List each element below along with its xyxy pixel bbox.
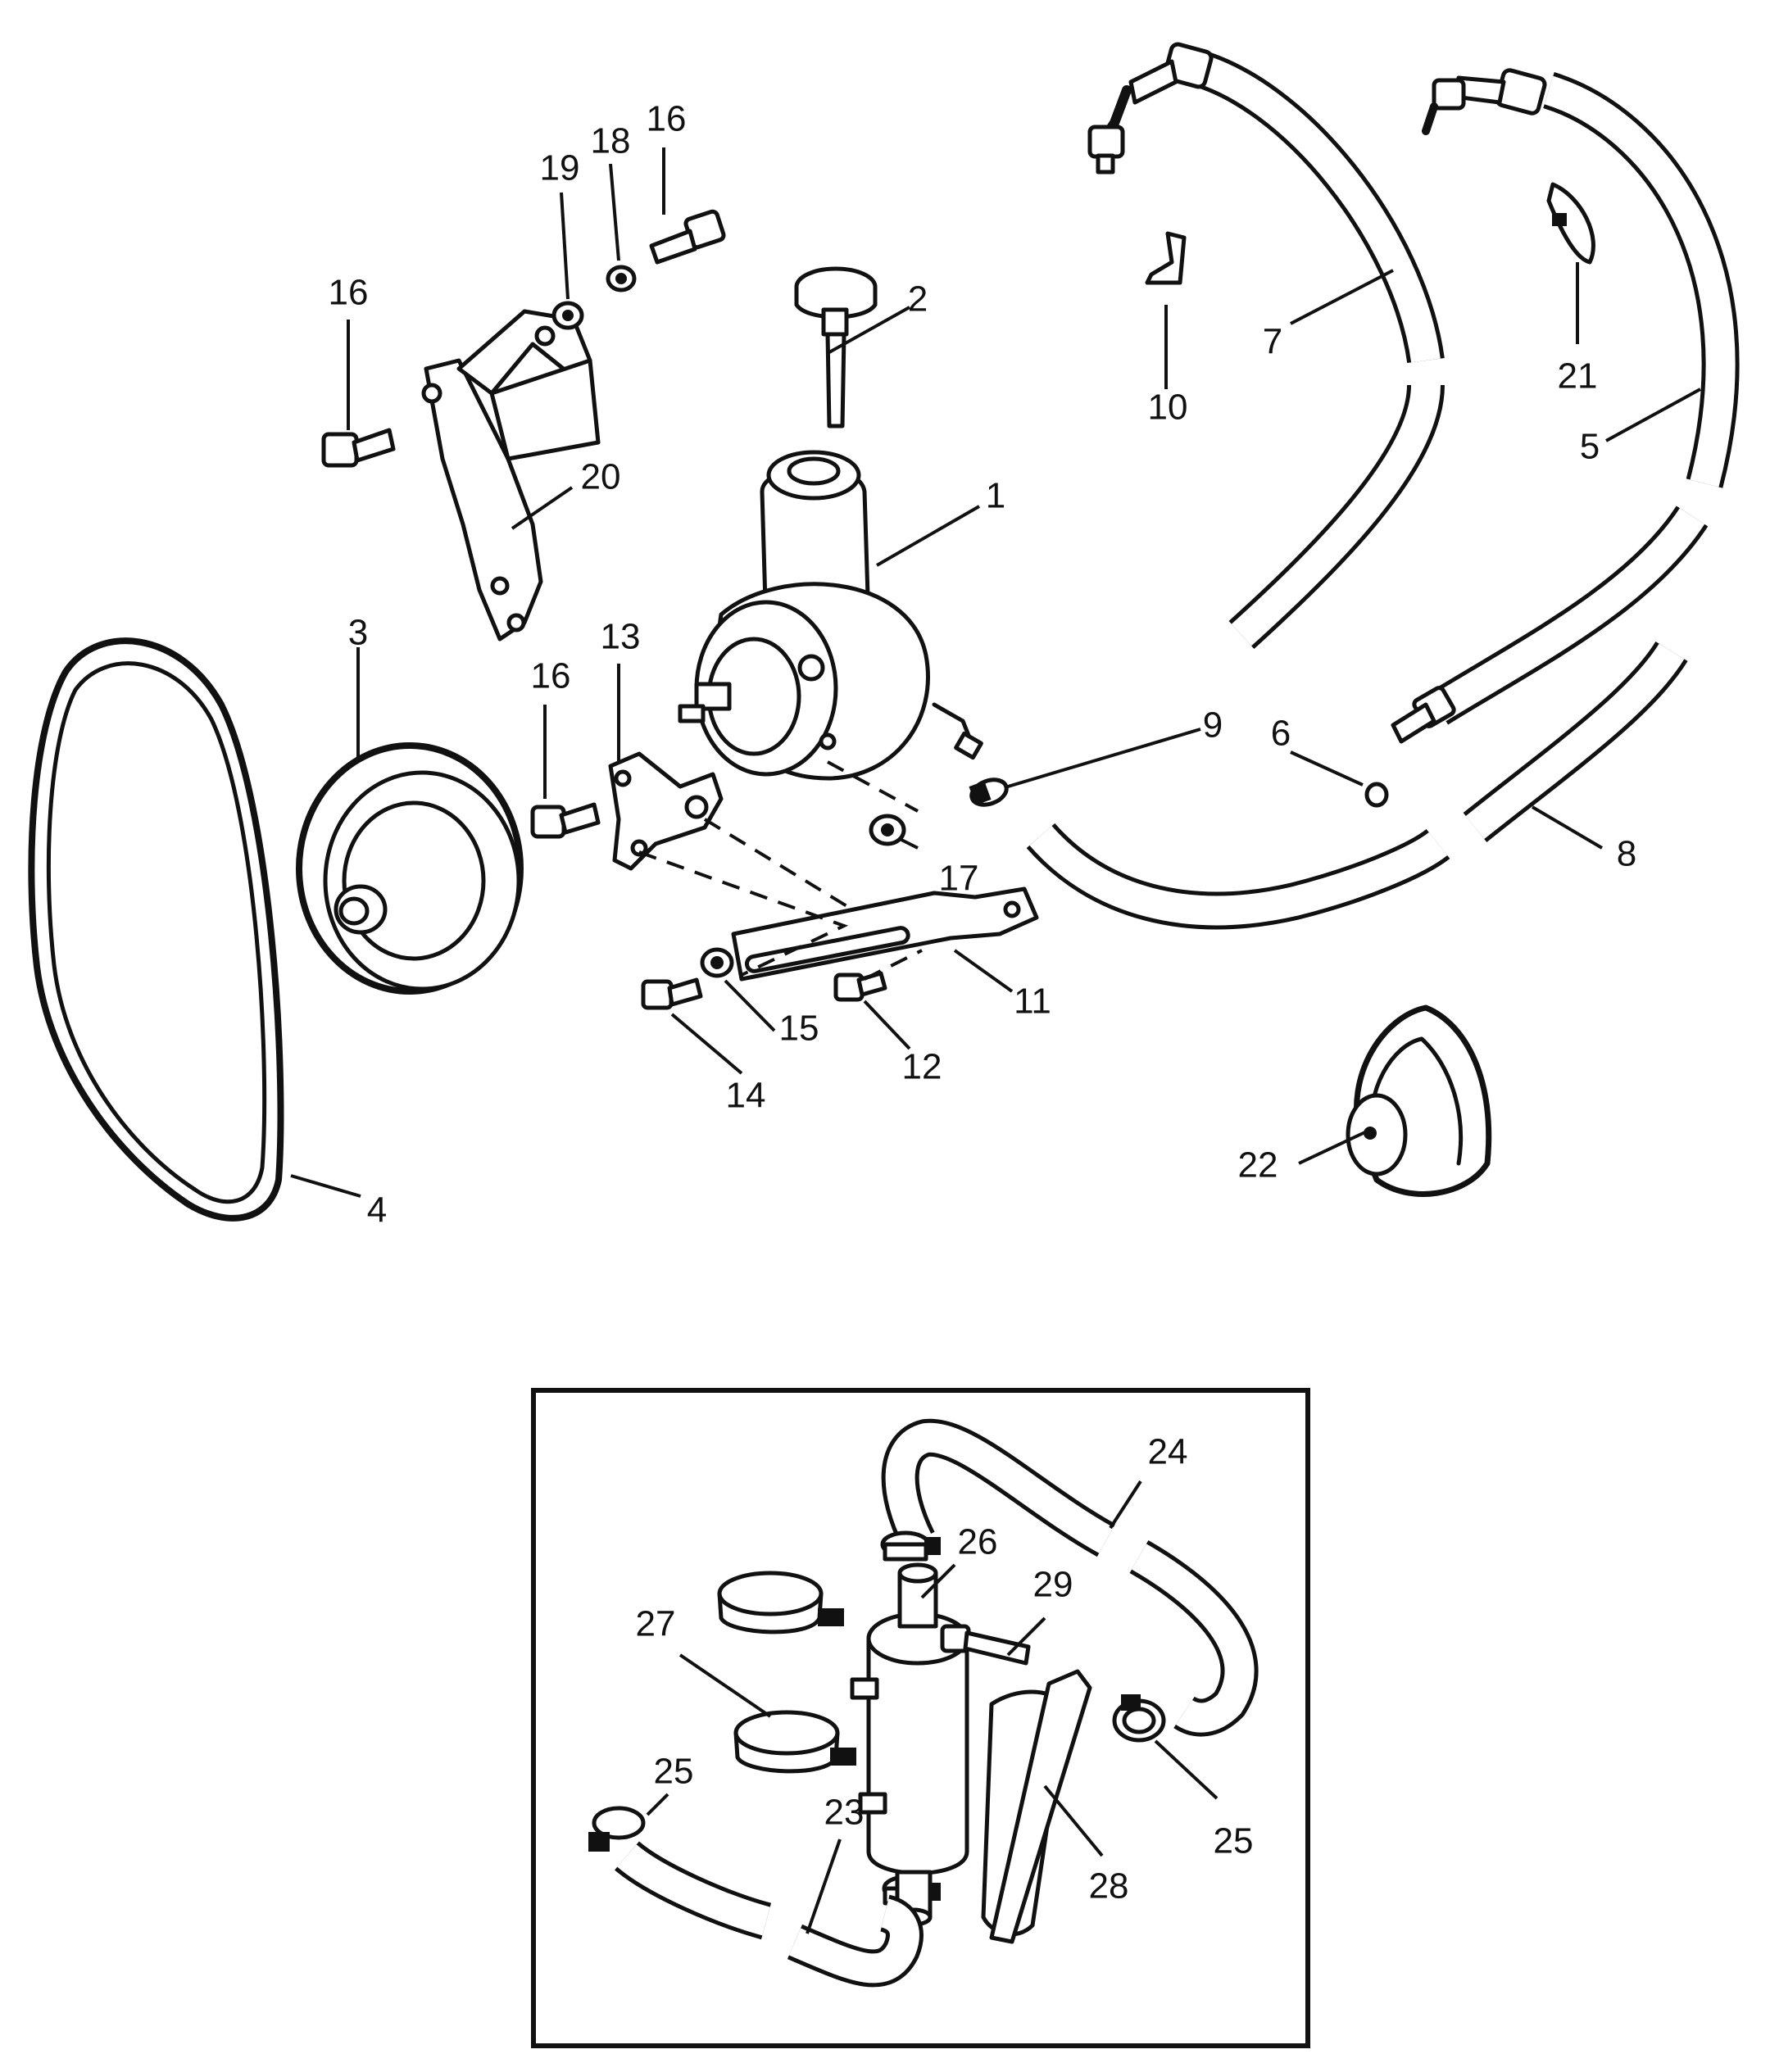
callout-labels: 1 2 3 4 5 6 7 8 9 10 11 12 13 14 15 16 1… [329,99,1637,1907]
assembly-line [864,949,923,981]
nut-19 [551,301,584,330]
callout-20: 20 [581,457,621,497]
callout-18: 18 [591,121,631,161]
pressure-hose-7 [1087,42,1445,650]
callout-12: 12 [902,1047,942,1087]
return-hose-5 [1391,68,1740,744]
bolt-16-lower [530,802,601,839]
callout-9: 9 [1203,705,1223,746]
band-clamp-lower [733,1710,856,1774]
adjusting-brace [731,886,1039,982]
bolt-14 [641,977,703,1010]
cooler-hose-24 [881,1418,1259,1737]
callout-24: 24 [1148,1432,1188,1472]
hose-clamp-21 [1546,182,1595,265]
leader-lines [290,147,1701,1934]
washer-18 [606,265,637,292]
cooler-hose-23 [615,1841,924,1988]
callout-5: 5 [1580,427,1600,467]
rear-bracket [608,751,724,871]
callout-16-left: 16 [329,273,369,313]
hose-clamp-9 [969,778,1009,807]
callout-25-left: 25 [654,1752,694,1792]
callout-29: 29 [1033,1565,1073,1605]
cooler-bracket-28 [981,1669,1092,1944]
bolt-16-left [321,428,396,468]
callout-4: 4 [367,1190,387,1231]
bolt-12 [833,971,887,1002]
callout-26: 26 [958,1522,998,1562]
callout-6: 6 [1271,714,1291,754]
callout-2: 2 [908,279,928,320]
cooler-hose-8 [1026,641,1688,930]
callout-25-right: 25 [1214,1821,1254,1861]
drive-belt [28,637,284,1222]
assembly-line [703,818,854,911]
callout-11: 11 [1014,982,1051,1022]
callout-10: 10 [1148,388,1188,428]
callout-22: 22 [1238,1145,1278,1186]
dipstick-cap [794,266,878,428]
callout-16-top: 16 [647,99,687,139]
nut-17 [869,814,906,846]
callout-16-lower: 16 [531,656,571,696]
hose-clamp-25-right [1112,1694,1166,1743]
hose-clamp-25-left [588,1806,646,1852]
fluid-cooler-26 [850,1562,969,1927]
callout-27: 27 [636,1604,676,1644]
cooler-inset-frame [531,1388,1310,2048]
callout-13: 13 [601,617,641,657]
crankshaft-pulley-22 [1346,1004,1492,1197]
power-steering-pump [678,450,983,781]
callout-19: 19 [540,148,580,188]
band-clamp-upper [717,1571,844,1634]
o-ring-6 [1364,782,1389,808]
hose-clamp-top [880,1530,941,1562]
assembly-line [638,850,849,977]
callout-8: 8 [1617,834,1636,874]
pump-mounting-bracket [421,309,601,642]
callout-15: 15 [779,1009,819,1049]
washer-15 [700,947,734,978]
assembly-line [827,760,919,813]
callout-1: 1 [986,476,1005,516]
callout-21: 21 [1558,356,1598,397]
callout-17: 17 [939,859,979,899]
callout-14: 14 [726,1076,766,1116]
callout-23: 23 [824,1793,865,1833]
pump-pulley [296,742,524,995]
bolt-29 [940,1624,1031,1666]
callout-7: 7 [1263,322,1282,362]
callout-3: 3 [348,613,368,653]
bolt-16-top [649,209,726,265]
hose-clip-10 [1145,231,1187,285]
callout-28: 28 [1089,1866,1129,1907]
